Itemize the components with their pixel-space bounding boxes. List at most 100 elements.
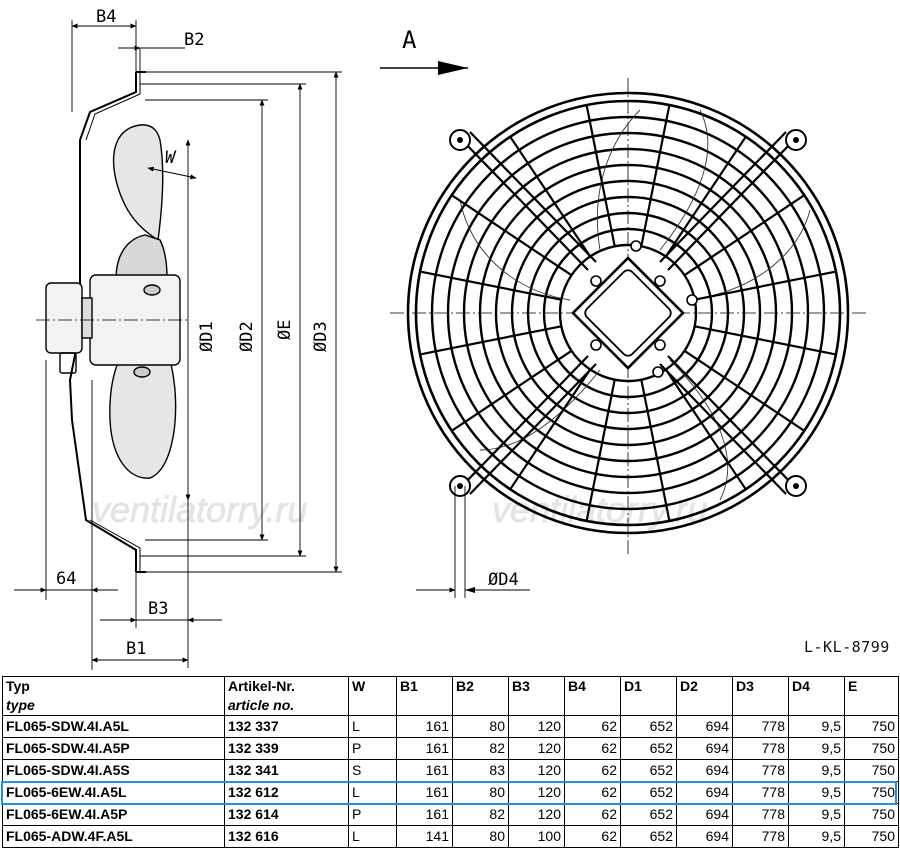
grille-spoke — [509, 368, 592, 490]
grille-spoke — [585, 104, 616, 247]
value-cell: 694 — [676, 737, 733, 760]
header-sublabel: type — [6, 697, 35, 713]
value-cell: P — [348, 737, 397, 760]
grille-spoke — [694, 270, 837, 301]
value-cell: 161 — [396, 759, 453, 782]
value-cell: 778 — [732, 737, 789, 760]
value-cell: 83 — [452, 759, 509, 782]
label-d3: ØD3 — [311, 321, 331, 352]
watermark-left: ventilatorry.ru — [92, 489, 307, 530]
value-cell: 62 — [564, 737, 621, 760]
label-b3: B3 — [148, 599, 168, 619]
value-cell: 120 — [508, 715, 565, 738]
value-cell: L — [348, 715, 397, 738]
header-label: B4 — [568, 678, 586, 694]
value-cell: 750 — [844, 781, 899, 804]
value-cell: 694 — [676, 825, 733, 848]
table-header-cell: D1 — [620, 676, 677, 716]
label-e: ØE — [275, 320, 295, 340]
value-cell: 9,5 — [788, 715, 845, 738]
label-b2: B2 — [184, 30, 204, 50]
header-label: D2 — [680, 678, 698, 694]
value-cell: 62 — [564, 715, 621, 738]
article-cell: 132 341 — [224, 759, 349, 782]
type-cell: FL065-SDW.4I.A5L — [2, 715, 225, 738]
article-cell: 132 612 — [224, 781, 349, 804]
value-cell: L — [348, 825, 397, 848]
header-label: B2 — [456, 678, 474, 694]
grille-spoke — [694, 325, 837, 356]
value-cell: 750 — [844, 825, 899, 848]
value-cell: 62 — [564, 781, 621, 804]
article-cell: 132 339 — [224, 737, 349, 760]
value-cell: 694 — [676, 715, 733, 738]
value-cell: 161 — [396, 781, 453, 804]
header-label: Artikel-Nr. — [228, 678, 295, 694]
grille-spoke — [640, 379, 671, 522]
value-cell: L — [348, 781, 397, 804]
header-sublabel: article no. — [228, 697, 295, 713]
value-cell: 9,5 — [788, 825, 845, 848]
header-sublabel — [680, 696, 729, 715]
value-cell: 778 — [732, 825, 789, 848]
value-cell: 9,5 — [788, 737, 845, 760]
type-cell: FL065-SDW.4I.A5S — [2, 759, 225, 782]
grille-spoke — [683, 349, 805, 432]
header-label: D3 — [736, 678, 754, 694]
value-cell: 750 — [844, 759, 899, 782]
value-cell: 120 — [508, 737, 565, 760]
table-header-cell: W — [348, 676, 397, 716]
header-sublabel — [624, 696, 673, 715]
value-cell: 62 — [564, 803, 621, 826]
value-cell: 9,5 — [788, 781, 845, 804]
label-d2: ØD2 — [237, 321, 257, 352]
header-label: B1 — [400, 678, 418, 694]
grille-spoke — [664, 136, 747, 258]
label-64: 64 — [56, 569, 76, 589]
header-sublabel — [792, 696, 841, 715]
table-header-cell: D4 — [788, 676, 845, 716]
grille-spoke — [419, 270, 562, 301]
table-header-cell: B1 — [396, 676, 453, 716]
grille-spoke — [683, 194, 805, 277]
value-cell: 778 — [732, 781, 789, 804]
header-sublabel — [512, 696, 561, 715]
table-header-cell: D3 — [732, 676, 789, 716]
side-blade-lower — [109, 329, 177, 479]
side-dimension-labels: B4 B2 W ØD1 ØD2 ØE ØD3 64 B3 B1 — [56, 7, 331, 659]
value-cell: 652 — [620, 759, 677, 782]
header-sublabel — [456, 696, 505, 715]
header-label: E — [848, 678, 858, 694]
value-cell: 80 — [452, 781, 509, 804]
value-cell: 9,5 — [788, 803, 845, 826]
grille-spoke — [509, 136, 592, 258]
header-label: Typ — [6, 678, 30, 694]
table-header-cell: D2 — [676, 676, 733, 716]
value-cell: 750 — [844, 803, 899, 826]
header-sublabel — [352, 696, 393, 715]
table-header-cell: Typ type — [2, 676, 225, 716]
header-sublabel — [736, 696, 785, 715]
view-arrow-a: A — [380, 26, 468, 75]
value-cell: 694 — [676, 781, 733, 804]
type-cell: FL065-SDW.4I.A5P — [2, 737, 225, 760]
value-cell: S — [348, 759, 397, 782]
value-cell: 62 — [564, 825, 621, 848]
value-cell: 80 — [452, 715, 509, 738]
article-cell: 132 616 — [224, 825, 349, 848]
value-cell: 120 — [508, 781, 565, 804]
grille-spoke — [585, 379, 616, 522]
label-d4: ØD4 — [488, 570, 519, 590]
drawing-reference: L-KL-8799 — [804, 638, 890, 656]
value-cell: 82 — [452, 803, 509, 826]
header-label: D4 — [792, 678, 810, 694]
header-label: D1 — [624, 678, 642, 694]
value-cell: P — [348, 803, 397, 826]
